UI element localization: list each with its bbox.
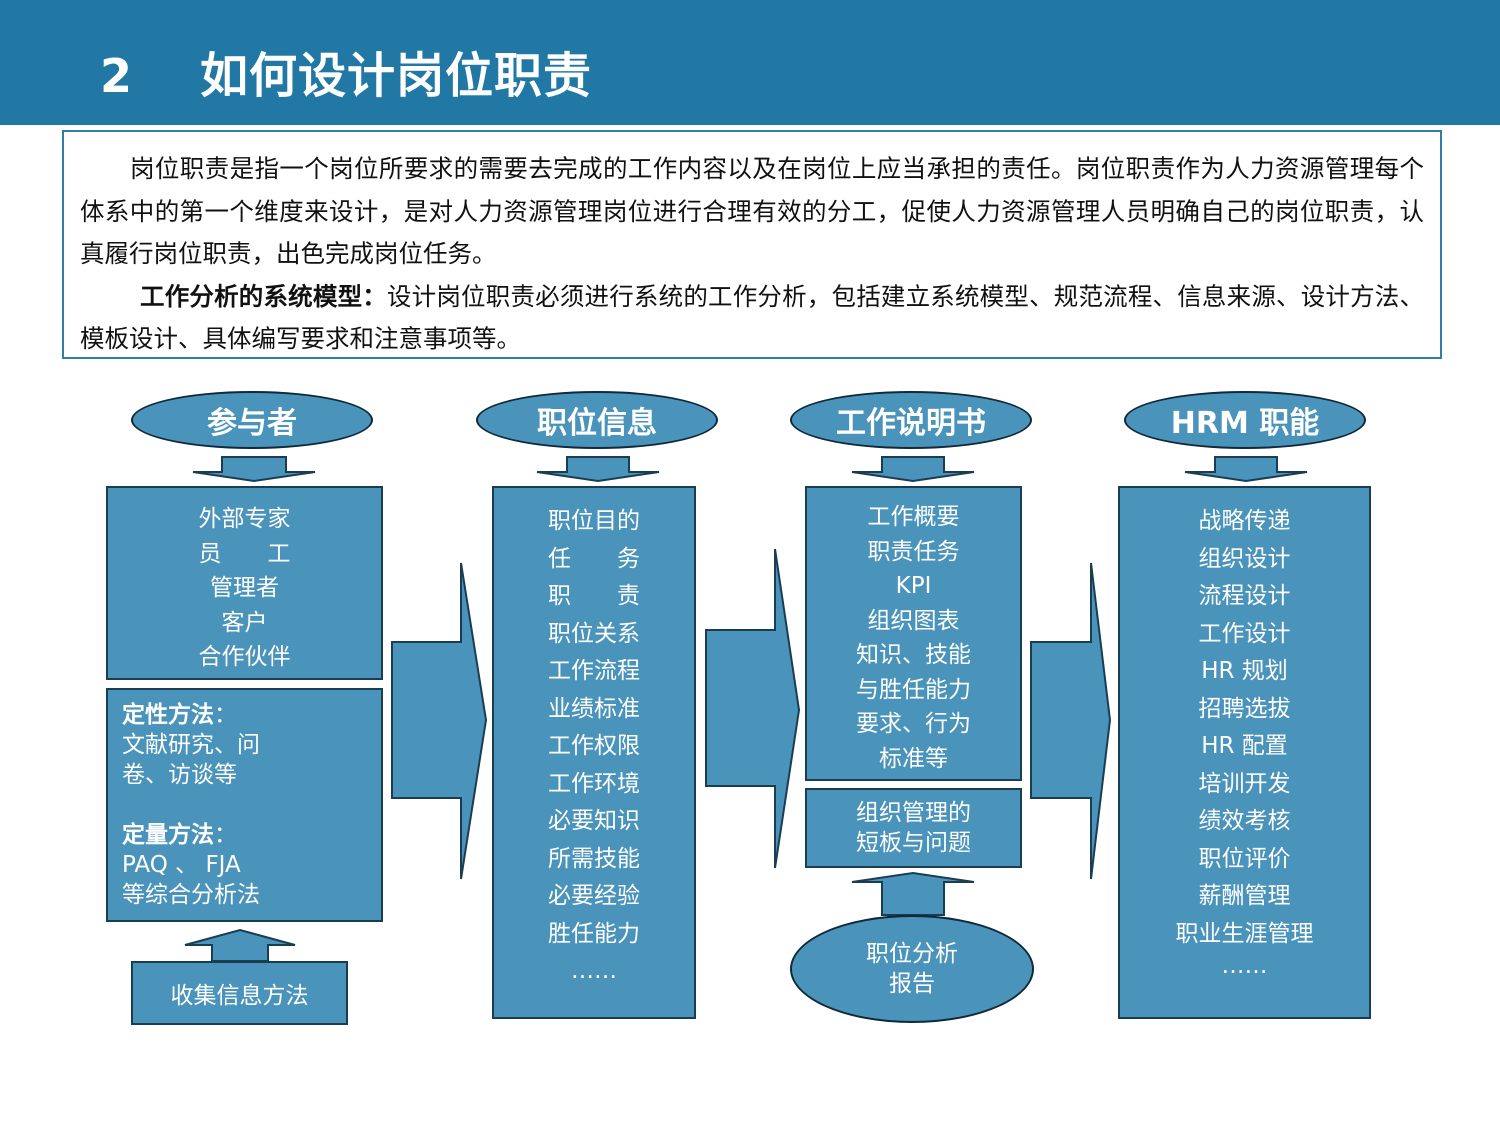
position-info-item: 工作权限 (548, 733, 640, 759)
up-arrow-collect (184, 928, 296, 962)
intro-text-box: 岗位职责是指一个岗位所要求的需要去完成的工作内容以及在岗位上应当承担的责任。岗位… (62, 130, 1442, 359)
job-analysis-report-oval: 职位分析 报告 (790, 915, 1034, 1023)
qualitative-text-1: 文献研究、问 (122, 732, 260, 758)
org-issues-line-1: 组织管理的 (856, 800, 971, 826)
hrm-box: 战略传递 组织设计 流程设计 工作设计 HR 规划 招聘选拔 HR 配置 培训开… (1118, 486, 1371, 1019)
quantitative-method-line: 定量方法： (122, 820, 367, 850)
participants-box: 外部专家 员 工 管理者 客户 合作伙伴 (106, 486, 383, 680)
report-line-1: 职位分析 (866, 941, 958, 967)
down-arrow-position-info (536, 456, 660, 483)
position-info-item: 任 务 (548, 545, 640, 572)
position-info-item: 职 责 (548, 583, 640, 609)
hrm-item: …… (1221, 953, 1268, 979)
oval-job-description: 工作说明书 (790, 391, 1032, 449)
participants-title: 参与者 (207, 406, 297, 441)
job-description-box: 工作概要 职责任务 KPI 组织图表 知识、技能 与胜任能力 要求、行为 标准等 (805, 486, 1022, 781)
hrm-item: HR 规划 (1201, 658, 1288, 684)
job-description-item: 职责任务 (867, 538, 960, 565)
hrm-item: 职位评价 (1198, 845, 1291, 872)
hrm-item: 组织设计 (1198, 545, 1291, 572)
hrm-item: 绩效考核 (1198, 808, 1291, 834)
intro-paragraph-2: 工作分析的系统模型：设计岗位职责必须进行系统的工作分析，包括建立系统模型、规范流… (80, 276, 1424, 361)
hrm-item: 招聘选拔 (1198, 695, 1291, 722)
hrm-item: 工作设计 (1198, 620, 1291, 647)
job-description-item: 与胜任能力 (856, 676, 971, 703)
oval-participants: 参与者 (131, 391, 373, 449)
position-info-item: 必要知识 (548, 808, 640, 834)
job-description-item: 工作概要 (867, 504, 960, 530)
participant-item: 客户 (221, 609, 268, 636)
hrm-item: 职业生涯管理 (1175, 920, 1314, 947)
oval-hrm: HRM 职能 (1124, 391, 1366, 449)
org-issues-box: 组织管理的 短板与问题 (805, 788, 1022, 868)
position-info-item: 职位关系 (548, 620, 640, 647)
position-info-item: 业绩标准 (548, 695, 640, 722)
qualitative-colon: ： (214, 702, 237, 728)
position-info-item: …… (571, 958, 617, 984)
position-info-item: 职位目的 (548, 508, 640, 534)
page-title: 如何设计岗位职责 (200, 48, 593, 104)
job-description-item: 要求、行为 (856, 711, 971, 737)
down-arrow-participants (192, 456, 316, 483)
methods-box: 定性方法： 文献研究、问 卷、访谈等 定量方法： PAQ 、 FJA 等综合分析… (106, 688, 383, 922)
participant-item: 合作伙伴 (198, 644, 291, 670)
job-description-item: 知识、技能 (856, 642, 971, 668)
position-info-box: 职位目的 任 务 职 责 职位关系 工作流程 业绩标准 工作权限 工作环境 必要… (492, 486, 696, 1019)
hrm-item: 流程设计 (1198, 583, 1291, 609)
header-bar: 2 如何设计岗位职责 (0, 0, 1500, 125)
right-arrow-2 (705, 548, 801, 869)
position-info-item: 工作环境 (548, 770, 640, 797)
down-arrow-hrm (1184, 456, 1308, 483)
hrm-item: 战略传递 (1198, 508, 1291, 534)
position-info-item: 工作流程 (548, 658, 640, 684)
quantitative-label: 定量方法 (122, 822, 214, 848)
right-arrow-3 (1030, 562, 1112, 880)
job-description-title: 工作说明书 (836, 406, 986, 441)
intro-paragraph-2-bold: 工作分析的系统模型： (140, 281, 387, 311)
org-issues-line-2: 短板与问题 (856, 830, 971, 856)
oval-position-info: 职位信息 (476, 391, 718, 449)
hrm-item: 薪酬管理 (1198, 883, 1291, 909)
intro-paragraph-1: 岗位职责是指一个岗位所要求的需要去完成的工作内容以及在岗位上应当承担的责任。岗位… (80, 154, 1424, 268)
up-arrow-report (851, 871, 975, 916)
job-description-item: 组织图表 (867, 607, 960, 634)
quantitative-colon: ： (214, 822, 237, 848)
collect-info-label: 收集信息方法 (170, 983, 309, 1009)
qualitative-label: 定性方法 (122, 702, 214, 728)
hrm-item: HR 配置 (1201, 733, 1288, 759)
quantitative-text-1: PAQ 、 FJA (122, 852, 241, 878)
position-info-item: 必要经验 (548, 883, 640, 909)
section-number: 2 (100, 49, 133, 103)
position-info-item: 胜任能力 (548, 920, 640, 947)
collect-info-box: 收集信息方法 (131, 961, 348, 1025)
right-arrow-1 (391, 562, 488, 880)
participant-item: 员 工 (198, 540, 291, 567)
qualitative-text-2: 卷、访谈等 (122, 762, 237, 788)
report-line-2: 报告 (889, 971, 935, 997)
hrm-item: 培训开发 (1198, 770, 1291, 797)
participant-item: 外部专家 (198, 506, 291, 532)
quantitative-text-2: 等综合分析法 (122, 882, 260, 908)
qualitative-method-line: 定性方法： (122, 700, 367, 730)
down-arrow-job-description (851, 456, 975, 483)
job-description-item: KPI (895, 573, 932, 599)
job-description-item: 标准等 (879, 745, 948, 772)
intro-paragraph-2-text: 设计岗位职责必须进行系统的工作分析，包括建立系统模型、规范流程、信息来源、设计方… (80, 281, 1425, 354)
position-info-item: 所需技能 (548, 845, 640, 872)
hrm-title: HRM 职能 (1170, 406, 1320, 441)
participant-item: 管理者 (210, 575, 279, 601)
position-info-title: 职位信息 (537, 406, 657, 441)
